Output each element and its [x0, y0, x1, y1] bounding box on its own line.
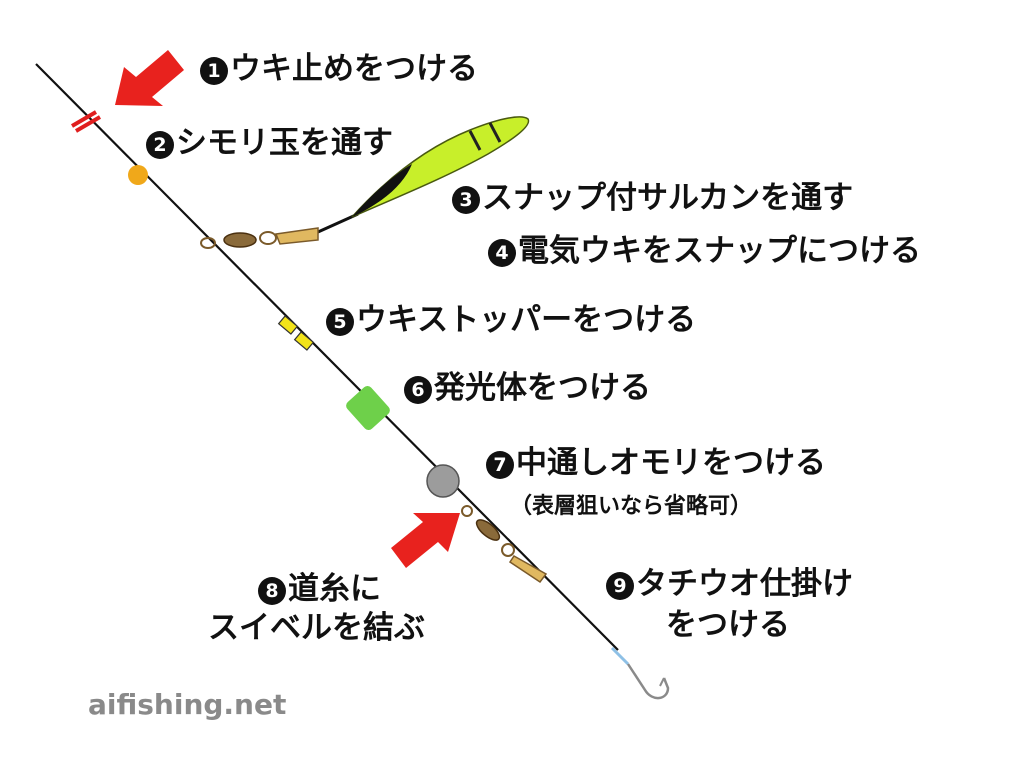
- step-8-text-line2: スイベルを結ぶ: [208, 610, 425, 646]
- step-9-number: 9: [606, 572, 634, 600]
- step-8-number: 8: [258, 577, 286, 605]
- step-2-number: 2: [146, 131, 174, 159]
- site-watermark: aifishing.net: [88, 688, 287, 721]
- step-1-number: 1: [200, 57, 228, 85]
- hook-icon: [610, 646, 670, 700]
- step-7-note: （表層狙いなら省略可）: [510, 494, 753, 519]
- step-1-text: ウキ止めをつける: [230, 51, 478, 87]
- bead-icon: [128, 165, 148, 185]
- step-9-text-line1: タチウオ仕掛け: [636, 566, 853, 602]
- sinker-icon: [426, 464, 460, 498]
- step-6-text: 発光体をつける: [434, 370, 651, 406]
- float-stop-knot: [70, 110, 102, 133]
- float-icon: [317, 116, 530, 234]
- step-3-text: スナップ付サルカンを通す: [482, 180, 854, 216]
- float-stopper-icon: [277, 315, 315, 351]
- step-6-number: 6: [404, 376, 432, 404]
- arrow-8-icon: [391, 513, 460, 568]
- glow-body-icon: [346, 385, 390, 431]
- snap-swivel-icon: [200, 227, 319, 249]
- step-5-number: 5: [326, 308, 354, 336]
- step-8-text-line1: 道糸に: [288, 571, 381, 607]
- fishing-line: [35, 63, 619, 651]
- step-7-number: 7: [486, 451, 514, 479]
- step-4-number: 4: [488, 239, 516, 267]
- step-5-text: ウキストッパーをつける: [356, 302, 697, 338]
- step-7-text: 中通しオモリをつける: [516, 445, 826, 481]
- step-9-text-line2: をつける: [666, 607, 790, 643]
- step-3-number: 3: [452, 186, 480, 214]
- swivel-icon: [461, 505, 548, 584]
- step-4-text: 電気ウキをスナップにつける: [518, 233, 921, 269]
- step-2-text: シモリ玉を通す: [176, 125, 393, 161]
- arrow-1-icon: [115, 50, 184, 106]
